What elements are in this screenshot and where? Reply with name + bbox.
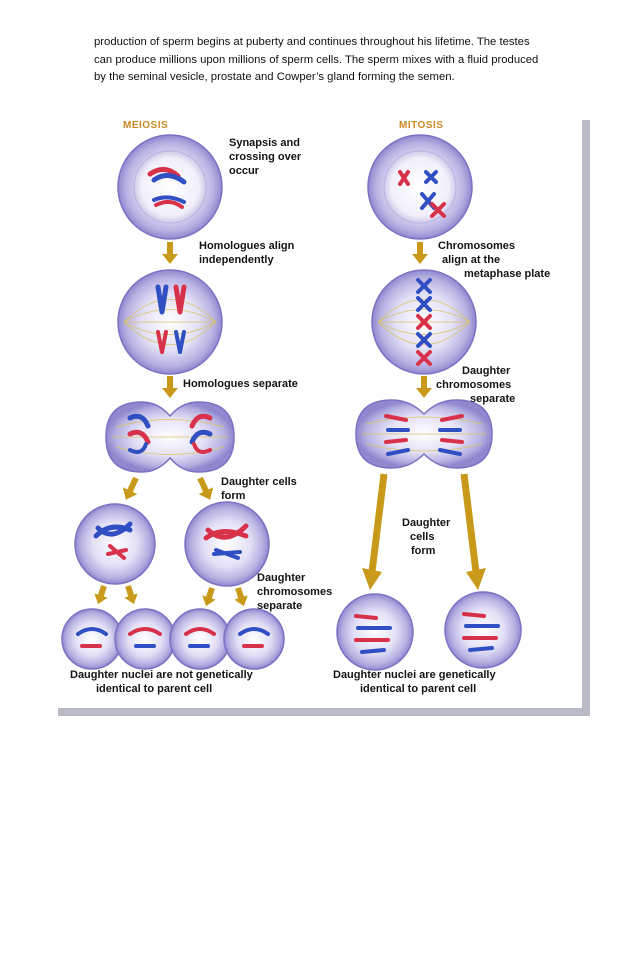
meiosis-daughter-cell [74, 503, 156, 585]
arrow-down-icon [162, 242, 178, 264]
arrow-down-icon [234, 587, 248, 607]
label-synapsis: crossing over [229, 151, 302, 163]
arrow-down-icon [122, 476, 139, 500]
label-synapsis: occur [229, 165, 260, 177]
arrow-down-icon [124, 585, 138, 605]
meiosis-metaphase-cell [117, 269, 223, 375]
label-meiosis-result: Daughter nuclei are not genetically [70, 669, 254, 681]
mitosis-anaphase-cell [355, 399, 493, 469]
arrow-down-icon [197, 476, 214, 500]
arrow-down-icon [412, 242, 428, 264]
mitosis-metaphase-cell [371, 269, 477, 375]
mitosis-prophase-cell [367, 134, 473, 240]
label-chromosomes-align: align at the [442, 254, 500, 266]
arrow-down-icon [202, 587, 216, 607]
arrow-down-icon [362, 473, 388, 590]
label-mitosis-daughter-cells: form [411, 545, 436, 557]
label-daughter-cells: Daughter cells [221, 476, 297, 488]
body-paragraph: production of sperm begins at puberty an… [94, 34, 602, 87]
meiosis-gamete-cell [169, 608, 231, 670]
mitosis-daughter-cell [444, 591, 522, 669]
meiosis-gamete-cell [61, 608, 123, 670]
label-chromosomes-align: metaphase plate [464, 268, 550, 280]
label-mitosis-daughter-chromosomes: chromosomes [436, 379, 511, 391]
figure-diagram: MEIOSIS MITOSIS Synapsis and crossing ov… [61, 120, 550, 695]
label-mitosis-daughter-cells: Daughter [402, 517, 451, 529]
paragraph-line: by the seminal vesicle, prostate and Cow… [94, 71, 455, 83]
label-homologues-align: Homologues align [199, 240, 295, 252]
label-chromosomes-align: Chromosomes [438, 240, 515, 252]
meiosis-header: MEIOSIS [123, 120, 168, 131]
label-homologues-align: independently [199, 254, 274, 266]
label-mitosis-result: Daughter nuclei are genetically [333, 669, 496, 681]
label-daughter-chromosomes: separate [257, 600, 302, 612]
label-homologues-separate: Homologues separate [183, 378, 298, 390]
label-mitosis-daughter-chromosomes: separate [470, 393, 515, 405]
arrow-down-icon [416, 376, 432, 398]
meiosis-daughter-cell [184, 501, 270, 587]
meiosis-gamete-cell [114, 608, 176, 670]
meiosis-gamete-cell [223, 608, 285, 670]
meiosis-prophase-cell [117, 134, 223, 240]
paragraph-line: can produce millions upon millions of sp… [94, 53, 539, 66]
meiosis-mitosis-figure: MEIOSIS MITOSIS Synapsis and crossing ov… [50, 112, 582, 708]
label-mitosis-daughter-cells: cells [410, 531, 434, 543]
arrow-down-icon [162, 376, 178, 398]
label-mitosis-result: identical to parent cell [360, 683, 476, 695]
arrow-down-icon [460, 473, 486, 590]
label-daughter-cells: form [221, 490, 246, 502]
mitosis-daughter-cell [336, 593, 414, 671]
arrow-down-icon [94, 585, 108, 605]
label-mitosis-daughter-chromosomes: Daughter [462, 365, 511, 377]
label-daughter-chromosomes: Daughter [257, 572, 306, 584]
label-daughter-chromosomes: chromosomes [257, 586, 332, 598]
label-synapsis: Synapsis and [229, 137, 300, 149]
mitosis-header: MITOSIS [399, 120, 443, 131]
paragraph-line: production of sperm begins at puberty an… [94, 36, 530, 48]
label-meiosis-result: identical to parent cell [96, 683, 212, 695]
meiosis-anaphase-cell [105, 401, 235, 473]
